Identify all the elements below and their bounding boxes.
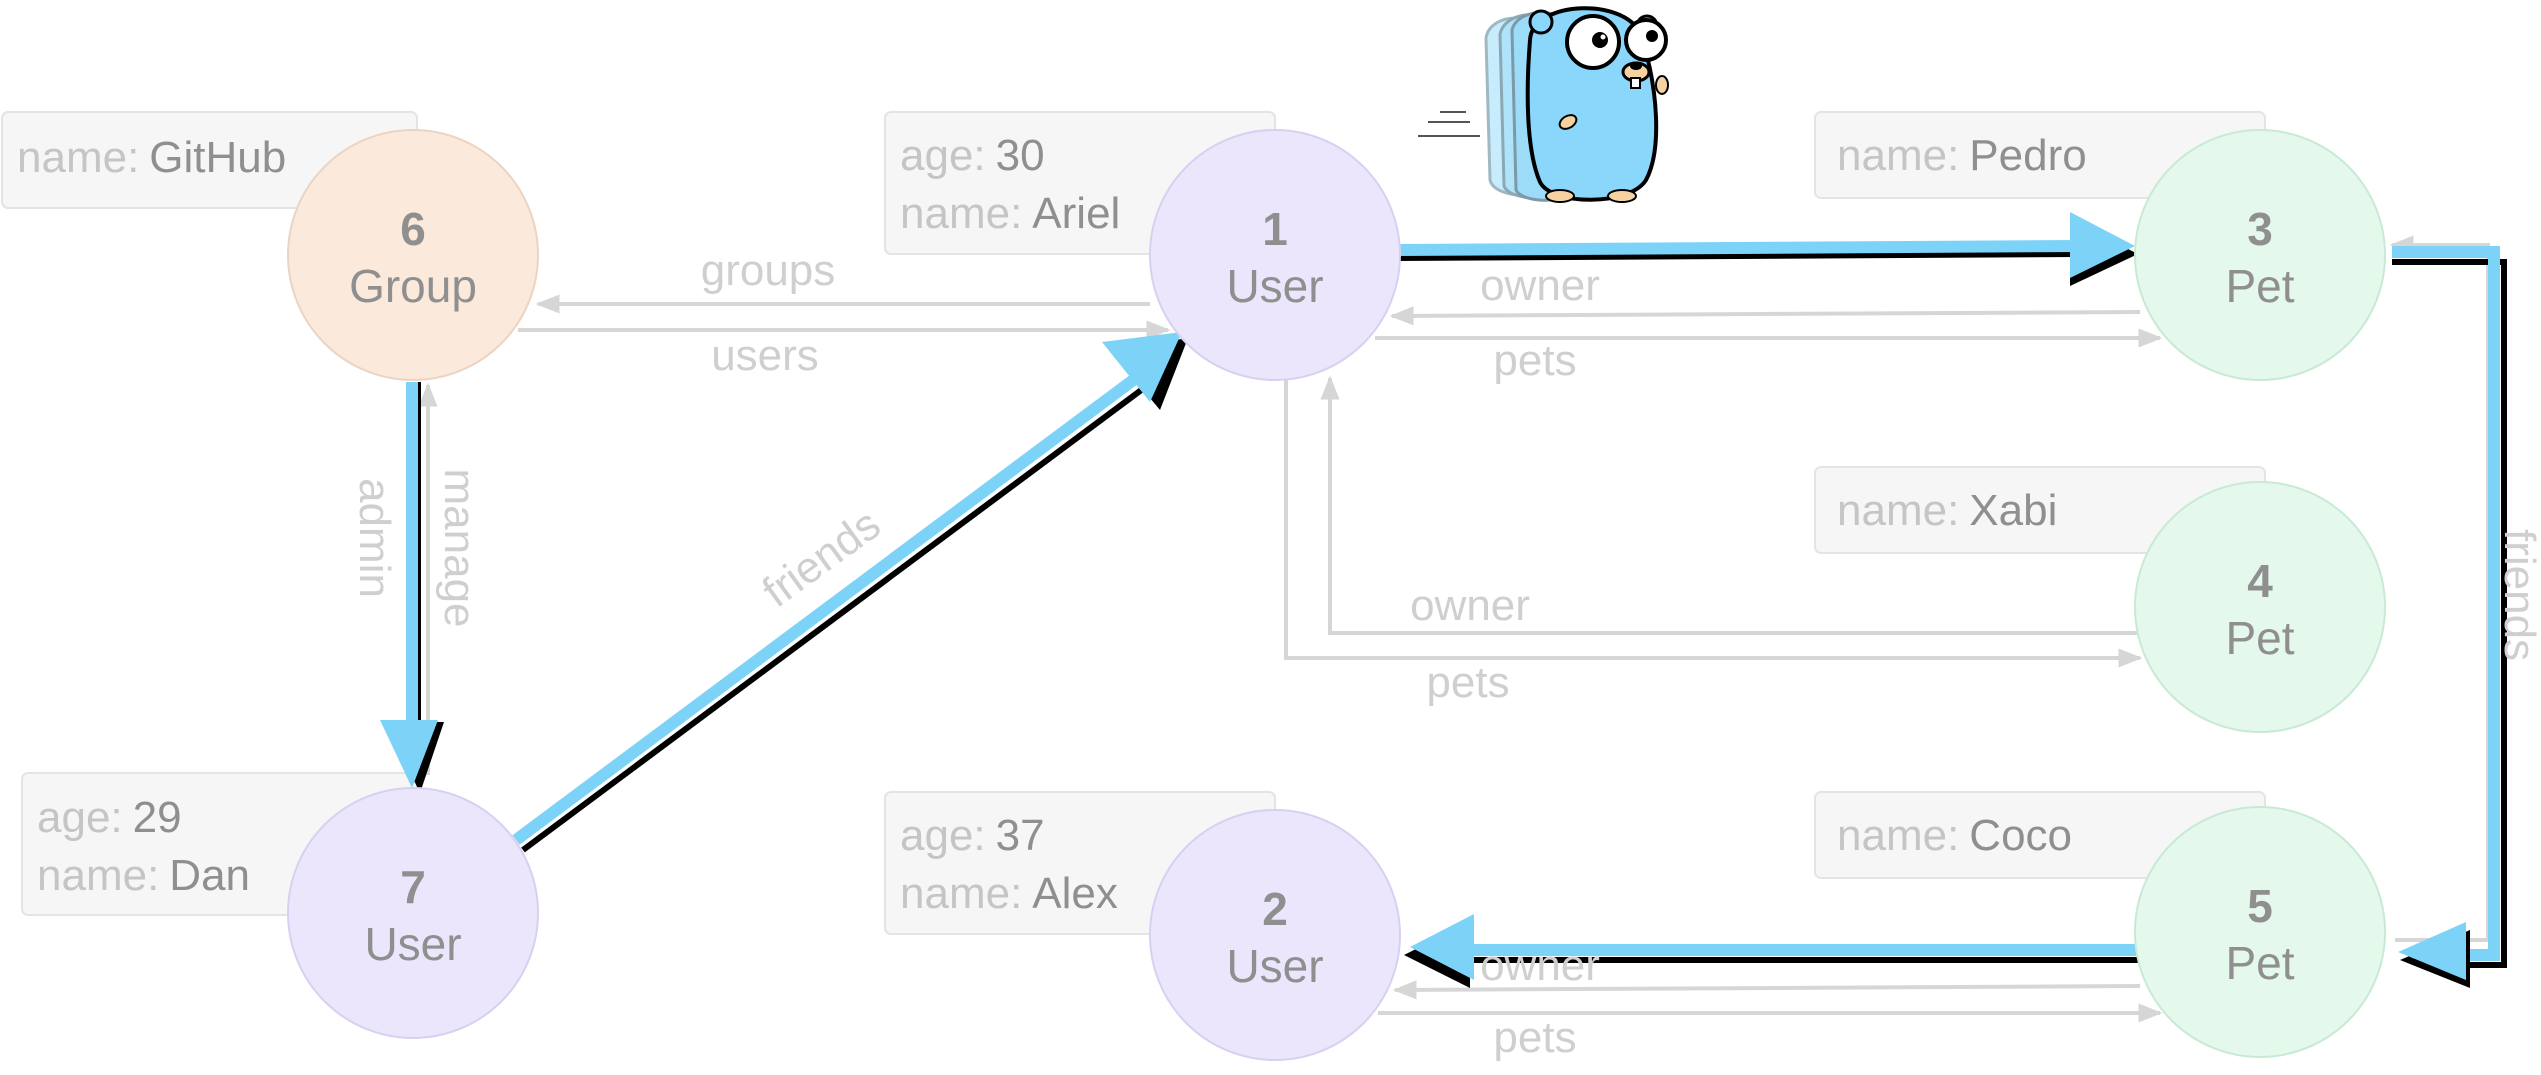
svg-text:name:GitHub: name:GitHub xyxy=(17,133,286,182)
node-type: Group xyxy=(349,260,477,312)
node-id: 2 xyxy=(1262,883,1288,935)
edge-owner-4-1 xyxy=(1320,375,2138,635)
prop-value: 29 xyxy=(133,793,182,842)
edge-label-groups: groups xyxy=(701,246,836,295)
node-type: Pet xyxy=(2225,937,2294,989)
edge-label-owner-3-1: owner xyxy=(1480,261,1600,310)
edge-label-pets-1-4: pets xyxy=(1426,658,1509,707)
prop-key: name: xyxy=(1837,486,1959,535)
svg-text:age:29: age:29 xyxy=(37,793,182,842)
edge-owner-3-1 xyxy=(1389,306,2141,326)
prop-key: age: xyxy=(900,811,986,860)
edge-pets-1-4 xyxy=(1284,380,2143,668)
prop-key: name: xyxy=(1837,811,1959,860)
node-2-user[interactable]: 2 User xyxy=(1149,809,1401,1061)
node-6-group[interactable]: 6 Group xyxy=(287,129,539,381)
prop-key: age: xyxy=(900,131,986,180)
node-5-pet[interactable]: 5 Pet xyxy=(2134,806,2386,1058)
edge-friends-5-3 xyxy=(2389,235,2490,942)
svg-text:name:Ariel: name:Ariel xyxy=(900,189,1120,238)
prop-key: name: xyxy=(900,869,1022,918)
prop-value: Pedro xyxy=(1969,131,2086,180)
svg-text:age:37: age:37 xyxy=(900,811,1045,860)
prop-value: Alex xyxy=(1032,869,1118,918)
svg-text:name:Xabi: name:Xabi xyxy=(1837,486,2057,535)
prop-key: name: xyxy=(900,189,1022,238)
node-id: 1 xyxy=(1262,203,1288,255)
node-id: 7 xyxy=(400,861,426,913)
prop-value: 37 xyxy=(996,811,1045,860)
prop-key: name: xyxy=(17,133,139,182)
prop-value: Coco xyxy=(1969,811,2072,860)
prop-key: age: xyxy=(37,793,123,842)
edge-label-pets-2-5: pets xyxy=(1493,1013,1576,1062)
svg-text:name:Coco: name:Coco xyxy=(1837,811,2072,860)
node-type: Pet xyxy=(2225,612,2294,664)
svg-text:name:Pedro: name:Pedro xyxy=(1837,131,2087,180)
prop-key: name: xyxy=(1837,131,1959,180)
edge-label-pets-1-3: pets xyxy=(1493,336,1576,385)
property-box-coco: name:Coco xyxy=(1814,791,2266,879)
node-id: 3 xyxy=(2247,203,2273,255)
edge-label-owner-5-2: owner xyxy=(1480,941,1600,990)
property-box-xabi: name:Xabi xyxy=(1814,466,2266,554)
prop-key: name: xyxy=(37,851,159,900)
node-type: User xyxy=(364,918,461,970)
edge-label-manage: manage xyxy=(435,468,484,627)
node-id: 5 xyxy=(2247,880,2273,932)
svg-text:age:30: age:30 xyxy=(900,131,1045,180)
svg-text:name:Alex: name:Alex xyxy=(900,869,1118,918)
node-type: User xyxy=(1226,260,1323,312)
prop-value: 30 xyxy=(996,131,1045,180)
node-type: Pet xyxy=(2225,260,2294,312)
edge-label-friends-3-5: friends xyxy=(2495,529,2541,661)
prop-value: Ariel xyxy=(1032,189,1120,238)
edge-friends-7-1 xyxy=(521,382,1150,853)
node-id: 6 xyxy=(400,203,426,255)
edge-1-3 xyxy=(1397,251,2083,261)
node-4-pet[interactable]: 4 Pet xyxy=(2134,481,2386,733)
edge-label-admin: admin xyxy=(350,478,399,598)
prop-value: GitHub xyxy=(149,133,286,182)
prop-value: Dan xyxy=(169,851,250,900)
node-type: User xyxy=(1226,940,1323,992)
property-box-pedro: name:Pedro xyxy=(1814,111,2266,199)
edge-label-owner-4-1: owner xyxy=(1410,581,1530,630)
node-id: 4 xyxy=(2247,555,2273,607)
edge-label-users: users xyxy=(711,331,819,380)
node-7-user[interactable]: 7 User xyxy=(287,787,539,1039)
edge-friends-3-5 xyxy=(2392,259,2507,968)
svg-text:name:Dan: name:Dan xyxy=(37,851,250,900)
edge-label-friends-7-1: friends xyxy=(754,500,890,617)
node-1-user[interactable]: 1 User xyxy=(1149,129,1401,381)
highlight-path xyxy=(380,212,2507,988)
prop-value: Xabi xyxy=(1969,486,2057,535)
edge-owner-5-2 xyxy=(1392,980,2141,1000)
gopher-mascot-icon xyxy=(1418,6,1669,203)
node-3-pet[interactable]: 3 Pet xyxy=(2134,129,2386,381)
